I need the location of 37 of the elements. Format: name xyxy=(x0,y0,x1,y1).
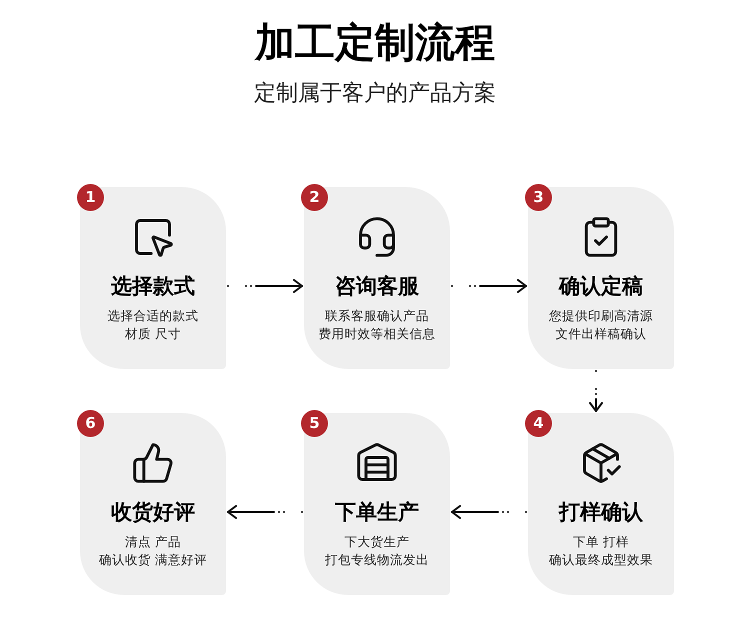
step-title: 打样确认 xyxy=(559,499,643,526)
step-title: 收货好评 xyxy=(111,499,195,526)
step-card xyxy=(528,187,674,369)
step-card xyxy=(80,413,226,595)
step-title: 咨询客服 xyxy=(335,273,419,300)
step-card xyxy=(304,187,450,369)
step-title: 确认定稿 xyxy=(559,273,643,300)
step-title: 选择款式 xyxy=(111,273,195,300)
step-number-badge: 6 xyxy=(77,410,104,437)
step-description: 您提供印刷高清源 xyxy=(549,307,653,325)
title: 加工定制流程 xyxy=(255,19,495,68)
step-description: 选择合适的款式 xyxy=(108,307,198,325)
step-description: 文件出样稿确认 xyxy=(556,325,646,343)
arrow xyxy=(589,370,603,412)
step-number-badge: 5 xyxy=(301,410,328,437)
step-description: 确认最终成型效果 xyxy=(549,551,653,569)
arrow xyxy=(227,279,303,293)
step-card xyxy=(304,413,450,595)
step-title: 下单生产 xyxy=(335,499,419,526)
arrow xyxy=(451,279,527,293)
subtitle: 定制属于客户的产品方案 xyxy=(254,80,496,108)
step-description: 打包专线物流发出 xyxy=(325,551,429,569)
arrow xyxy=(451,505,527,519)
step-number-badge: 4 xyxy=(525,410,552,437)
arrow xyxy=(227,505,303,519)
step-description: 材质 尺寸 xyxy=(125,325,181,343)
step-description: 清点 产品 xyxy=(125,533,181,551)
step-number-badge: 1 xyxy=(77,184,104,211)
step-description: 确认收货 满意好评 xyxy=(99,551,207,569)
step-number-badge: 3 xyxy=(525,184,552,211)
step-card xyxy=(528,413,674,595)
step-description: 下单 打样 xyxy=(573,533,629,551)
step-description: 费用时效等相关信息 xyxy=(318,325,436,343)
step-description: 联系客服确认产品 xyxy=(325,307,429,325)
step-description: 下大货生产 xyxy=(344,533,410,551)
step-number-badge: 2 xyxy=(301,184,328,211)
step-card xyxy=(80,187,226,369)
